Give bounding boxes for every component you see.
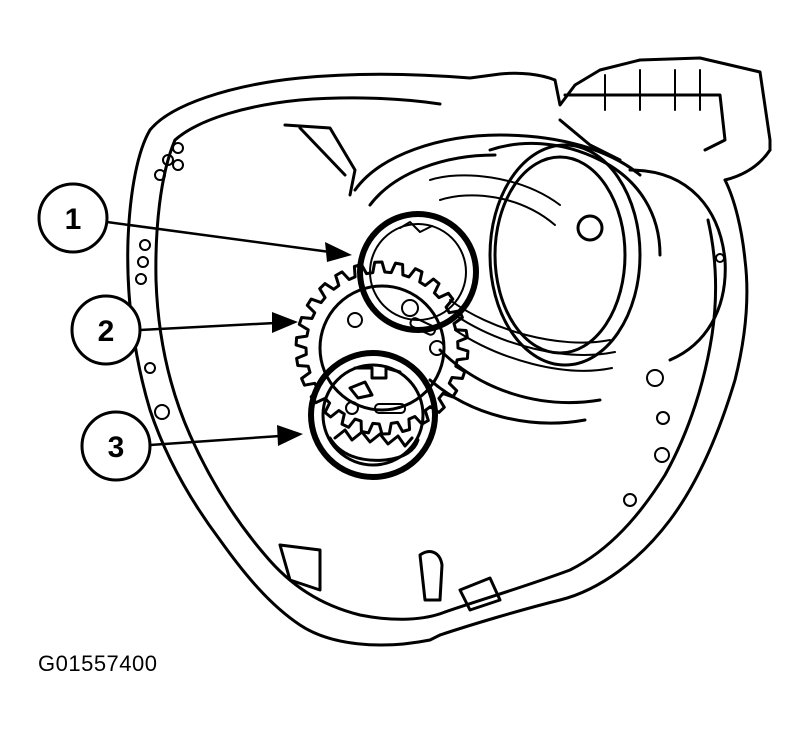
arrowhead-3	[277, 425, 303, 446]
drum-assembly	[353, 133, 727, 425]
part-1-ring	[357, 211, 479, 333]
transmission-housing	[126, 56, 772, 647]
callout-3-number: 3	[108, 431, 125, 464]
part-3-race	[308, 350, 438, 480]
figure-id-label: G01557400	[38, 651, 158, 676]
arrowhead-2	[272, 312, 298, 333]
callout-3: 3	[80, 410, 303, 482]
callout-2: 2	[70, 294, 298, 366]
callout-1-number: 1	[65, 203, 82, 236]
callout-1: 1	[37, 182, 352, 262]
arrowhead-1	[325, 242, 352, 262]
part-2-gear	[294, 260, 470, 436]
callout-2-number: 2	[98, 315, 115, 348]
